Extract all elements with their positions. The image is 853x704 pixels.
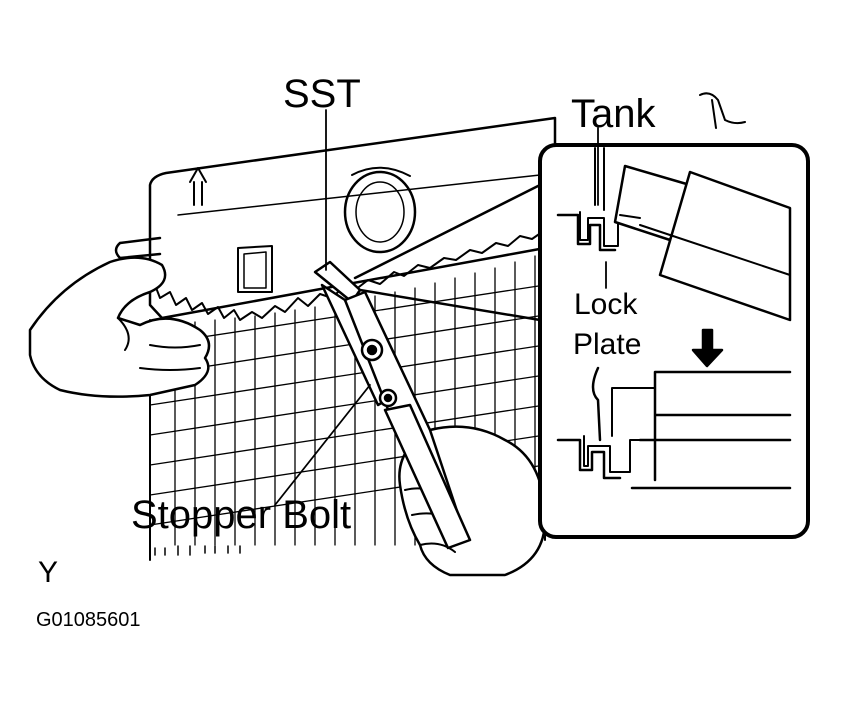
sst-label: SST [283,72,361,116]
plate-label: Plate [573,328,642,361]
view-letter: Y [38,556,59,589]
tank-label: Tank [571,92,656,136]
figure-code: G01085601 [36,609,141,631]
lock-plate-after [556,366,792,490]
tank-crimp-teeth [154,229,546,321]
radiator-cap [343,166,417,254]
stopper-bolt-label: Stopper Bolt [131,493,352,537]
inset-detail [353,143,810,539]
sst-tool [313,260,472,550]
down-arrow-icon [691,328,724,368]
lock-plate-before [556,147,792,322]
left-hand [28,256,211,398]
lock-label: Lock [574,288,638,321]
leader-lines [274,109,607,506]
